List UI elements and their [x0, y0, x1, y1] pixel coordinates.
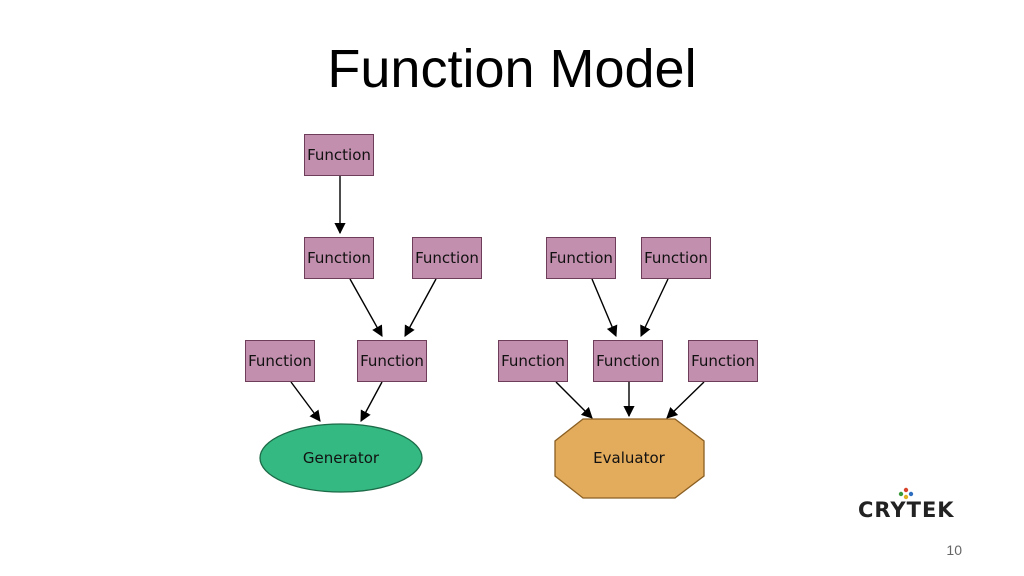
- edge-g2-g4: [640, 278, 669, 338]
- function-node: Function: [357, 340, 427, 382]
- generator-label: Generator: [302, 449, 380, 467]
- function-node: Function: [593, 340, 663, 382]
- function-node: Function: [498, 340, 568, 382]
- function-node: Function: [641, 237, 711, 279]
- edge-g3-evaluator: [555, 381, 593, 419]
- function-node: Function: [245, 340, 315, 382]
- crytek-emblem-icon: [898, 487, 914, 500]
- evaluator-node: [554, 418, 705, 499]
- edge-f5-generator: [360, 381, 383, 422]
- slide-title: Function Model: [327, 39, 697, 99]
- function-node: Function: [412, 237, 482, 279]
- edge-f3-f5: [404, 278, 437, 337]
- function-node: Function: [546, 237, 616, 279]
- evaluator-label: Evaluator: [593, 449, 665, 467]
- edge-g1-g4: [591, 278, 618, 338]
- generator-node: [259, 423, 423, 493]
- edge-f2-f5: [349, 278, 383, 337]
- edge-f4-generator: [290, 381, 321, 422]
- function-node: Function: [688, 340, 758, 382]
- function-node: Function: [304, 237, 374, 279]
- page-number: 10: [946, 542, 962, 558]
- function-node: Function: [304, 134, 374, 176]
- crytek-logo: CRYTEK: [858, 484, 962, 522]
- edge-g5-evaluator: [666, 381, 705, 419]
- logo-text: CRYTEK: [858, 498, 955, 522]
